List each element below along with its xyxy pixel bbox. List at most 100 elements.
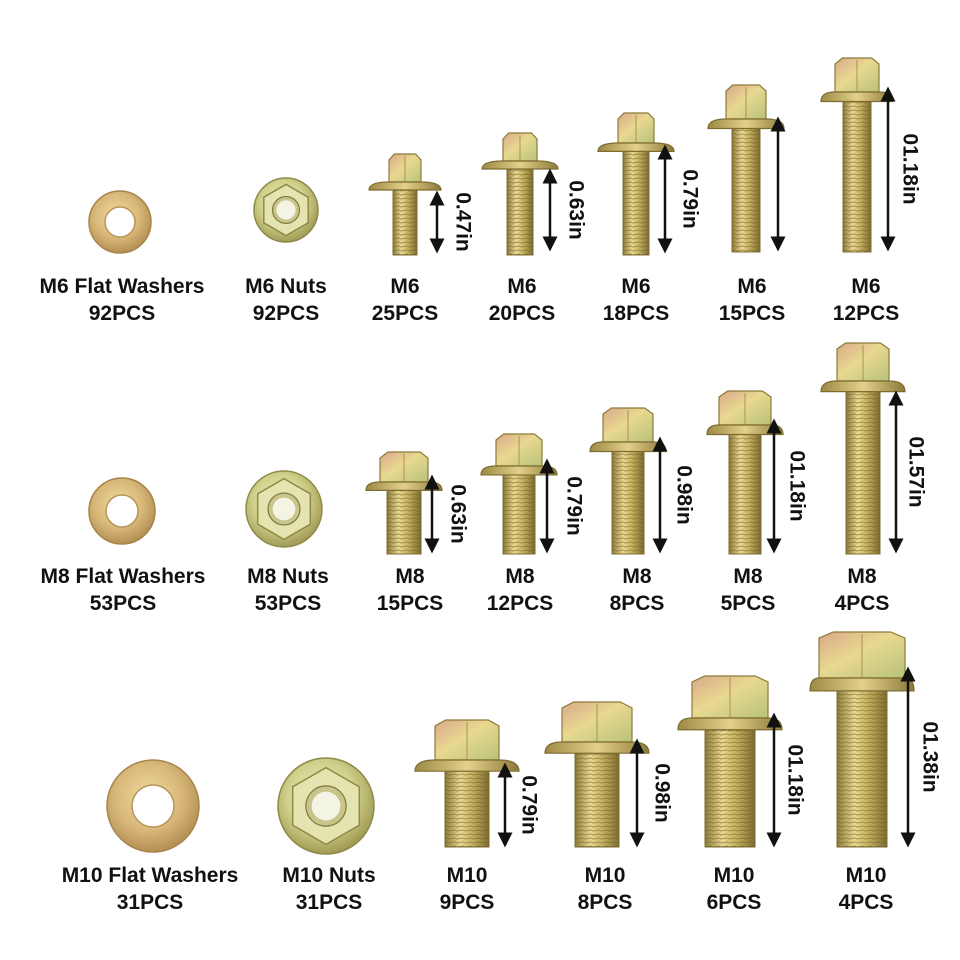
flat-washer [88,477,156,545]
bolt-label-name: M10 [845,864,887,887]
flange-bolt [589,407,667,555]
flange-bolt [597,112,675,256]
bolt-label-count: 5PCS [720,592,776,615]
bolt-label-name: M8 [395,565,425,588]
length-dimension: 01.38in [900,666,942,848]
bolt-label-name: M10 [584,864,626,887]
bolt-label: M6 18PCS [603,273,670,327]
length-dimension: 01.18in [880,86,922,252]
flat-washer [88,190,152,254]
bolt-label: M10 8PCS [578,862,633,916]
bolt-label-count: 4PCS [834,592,890,615]
flange-bolt [706,390,784,555]
length-dimension: 0.63in [542,168,588,252]
length-label: 01.18in [899,133,922,204]
length-dimension: 0.98in [652,436,696,554]
nut-label: M8 Nuts 53PCS [247,563,329,617]
bolt-label-count: 9PCS [439,891,495,914]
bolt-label-count: 12PCS [486,592,554,615]
length-dimension: 01.18in [766,712,807,848]
bolt-label-count: 20PCS [488,302,556,325]
flange-bolt [820,57,894,253]
length-label: 0.63in [565,180,588,240]
bolt-label-count: 25PCS [371,302,439,325]
nuts-layer [245,177,375,855]
length-dimension: 0.79in [539,458,586,554]
length-label: 0.79in [518,775,541,835]
bolt-label-count: 12PCS [832,302,900,325]
flange-bolt [368,153,442,256]
bolt-label-name: M6 [621,275,651,298]
nut-label-count: 53PCS [254,592,322,615]
washer-label-name: M6 Flat Washers [39,275,205,298]
flange-bolt [480,433,558,555]
washer-label-name: M10 Flat Washers [61,864,239,887]
nut-label-count: 31PCS [295,891,363,914]
bolt-label-name: M10 [446,864,488,887]
length-dimension: 0.79in [657,144,702,254]
length-label: 0.98in [651,763,674,823]
length-dimension: 0.63in [424,474,470,554]
length-label: 01.18in [786,450,809,521]
washer-label-count: 31PCS [116,891,184,914]
bolt-label: M10 4PCS [839,862,894,916]
dimension-layer: 0.47in 0.63in 0.79in 01.18in 0.63in 0.79in 0.9… [424,86,942,848]
length-dimension: 0.47in [429,190,475,254]
bolt-label-name: M10 [713,864,755,887]
washer-label-count: 92PCS [88,302,156,325]
length-dimension: 0.79in [497,762,541,848]
nut-label-count: 92PCS [252,302,320,325]
bolt-label-name: M8 [622,565,652,588]
bolt-label: M8 15PCS [377,563,444,617]
bolt-label-name: M6 [737,275,767,298]
bolt-label: M8 5PCS [721,563,776,617]
flange-nut [253,177,319,243]
flange-bolt [820,342,906,555]
washer-label: M6 Flat Washers 92PCS [40,273,205,327]
flat-washer [106,759,200,853]
flange-bolt [707,84,785,253]
flange-bolt [481,132,559,256]
nut-label-name: M6 Nuts [245,275,327,298]
bolt-label-name: M6 [390,275,420,298]
length-label: 01.57in [905,436,928,507]
flange-nut [245,470,323,548]
washers-layer [88,190,200,853]
bolt-label: M10 9PCS [440,862,495,916]
bolt-label: M6 25PCS [372,273,439,327]
bolt-label-name: M6 [851,275,881,298]
bolt-label: M6 15PCS [719,273,786,327]
length-label: 01.18in [784,744,807,815]
length-label: 0.79in [679,169,702,229]
nut-label-name: M10 Nuts [282,864,376,887]
bolt-label-count: 15PCS [718,302,786,325]
bolt-label-count: 8PCS [609,592,665,615]
bolt-label-name: M8 [733,565,763,588]
bolt-label-count: 8PCS [577,891,633,914]
bolt-label: M10 6PCS [707,862,762,916]
bolt-label-count: 4PCS [838,891,894,914]
bolts-layer [365,57,915,848]
length-label: 01.38in [919,721,942,792]
length-label: 0.63in [447,484,470,544]
bolt-label-count: 18PCS [602,302,670,325]
flange-bolt [809,631,915,848]
length-dimension: 01.18in [766,418,809,554]
length-label: 0.47in [452,192,475,252]
flange-bolt [677,675,783,848]
nut-label-name: M8 Nuts [247,565,329,588]
nut-label: M6 Nuts 92PCS [245,273,327,327]
bolt-label-count: 6PCS [706,891,762,914]
length-dimension: 01.57in [888,390,928,554]
flange-bolt [544,701,650,848]
length-dimension: 0.98in [629,738,674,848]
bolt-label: M6 12PCS [833,273,900,327]
nut-label: M10 Nuts 31PCS [282,862,375,916]
washer-label: M10 Flat Washers 31PCS [62,862,239,916]
bolt-label-count: 15PCS [376,592,444,615]
